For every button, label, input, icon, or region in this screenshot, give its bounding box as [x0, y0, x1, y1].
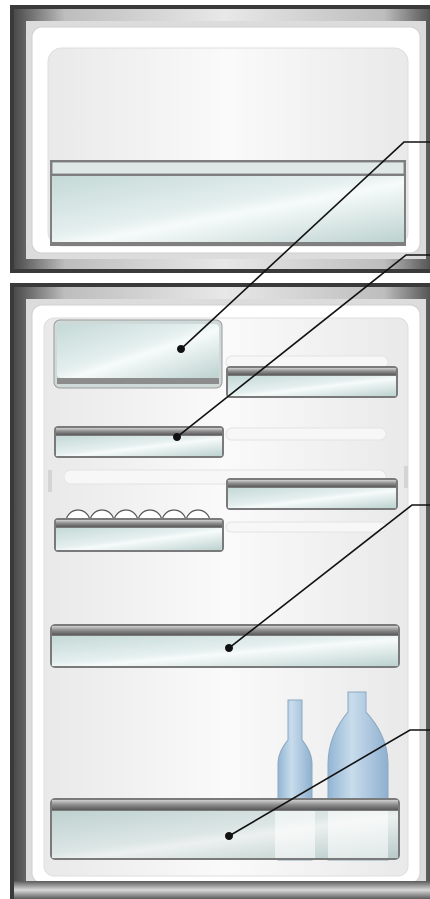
side-clip-right [404, 466, 408, 488]
callout-1-dot [177, 345, 185, 353]
callout-4-line [228, 729, 430, 837]
callout-4-dot [225, 832, 233, 840]
callout-3-line [228, 504, 430, 649]
fridge-compartment [10, 283, 430, 899]
shelf-ur-glass [228, 376, 396, 396]
bottle-slim-base [275, 811, 315, 858]
freezer-compartment [10, 5, 430, 273]
shelf-rail-4 [225, 521, 387, 533]
freezer-drawer-glass [52, 176, 404, 242]
bottle-wide-base [328, 811, 388, 858]
shelf-egg-rim [56, 520, 222, 527]
callout-lines [176, 141, 430, 837]
door-shelf-upper-right [226, 366, 398, 398]
shelf-full-glass [52, 636, 398, 666]
shelf-egg-glass [56, 528, 222, 550]
shelf-mr-rim [228, 480, 396, 487]
side-clip-left [48, 470, 52, 492]
glass-shelf-full [50, 624, 400, 668]
bottle-shelf-bottom [50, 798, 400, 860]
dairy-box-glass [57, 324, 219, 378]
door-shelf-middle-left [54, 426, 224, 458]
dairy-box [53, 319, 223, 389]
shelf-mr-glass [228, 488, 396, 508]
callout-1-line [180, 141, 430, 350]
shelf-bottom-rim [52, 800, 398, 810]
fridge-bottom-strip [14, 881, 430, 899]
shelf-ml-rim [56, 428, 222, 435]
callout-3-dot [225, 644, 233, 652]
door-shelf-middle-right [226, 478, 398, 510]
callout-2-dot [173, 433, 181, 441]
egg-tray-shelf [54, 509, 224, 552]
callout-2-line [176, 254, 430, 438]
shelf-rail-2 [225, 427, 387, 441]
callout-dots [173, 345, 233, 840]
shelf-full-rim [52, 626, 398, 635]
freezer-drawer [50, 160, 406, 246]
shelf-ml-glass [56, 436, 222, 456]
shelf-ur-rim [228, 368, 396, 375]
freezer-drawer-top [51, 161, 405, 175]
dairy-box-lip [57, 378, 219, 384]
